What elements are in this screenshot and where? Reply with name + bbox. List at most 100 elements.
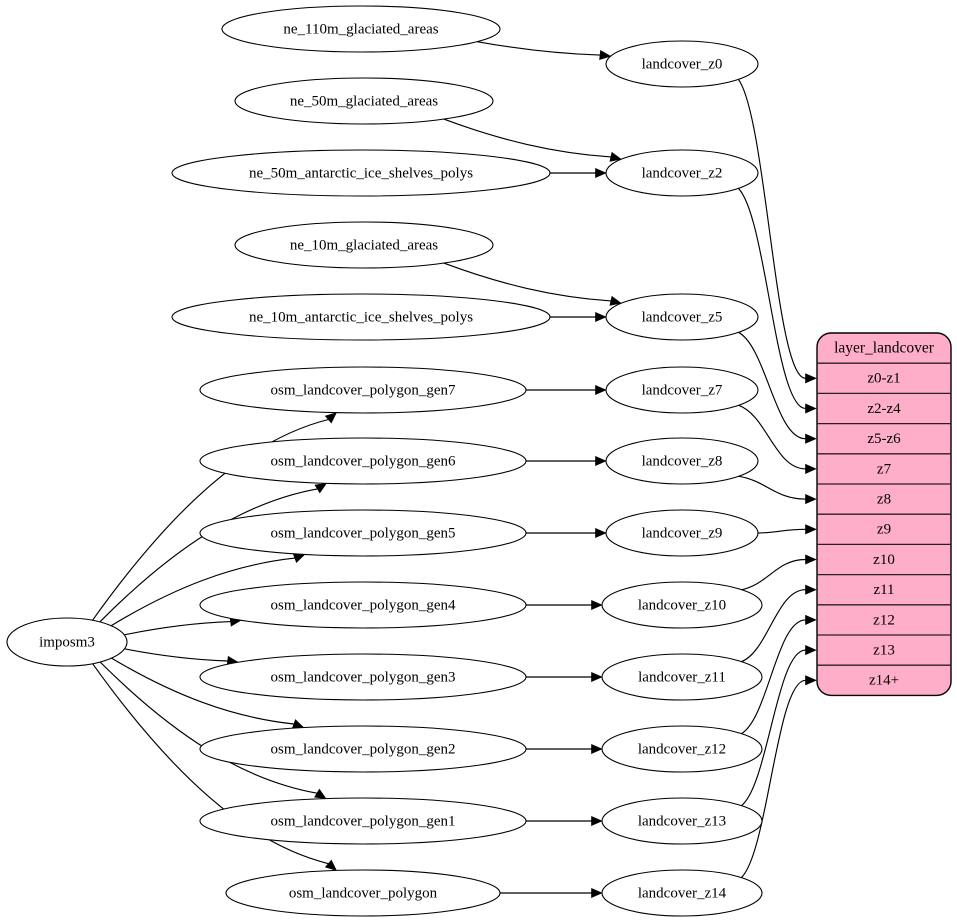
- node-layer: imposm3 ne_110m_glaciated_areas ne_50m_gla…: [6, 5, 763, 917]
- arrowhead-icon: [805, 494, 817, 505]
- edge-landcover_z5-to-layer_landcover-z5-z6: [737, 331, 817, 444]
- node-landcover_z2[interactable]: landcover_z2: [605, 149, 759, 197]
- edge-path: [124, 620, 231, 636]
- node-landcover_z13[interactable]: landcover_z13: [601, 797, 763, 845]
- arrowhead-icon: [324, 859, 337, 871]
- edge-path: [443, 118, 611, 158]
- node-osm_landcover_polygon_gen2[interactable]: osm_landcover_polygon_gen2: [199, 725, 527, 773]
- arrowhead-icon: [595, 311, 607, 323]
- node-ne_50m_glaciated_areas[interactable]: ne_50m_glaciated_areas: [234, 77, 494, 125]
- node-landcover_z5[interactable]: landcover_z5: [605, 293, 759, 341]
- node-landcover_z8[interactable]: landcover_z8: [605, 437, 759, 485]
- edge-osm_landcover_polygon_gen3-to-landcover_z11: [526, 671, 603, 683]
- edge-ne_10m_glaciated_areas-to-landcover_z5: [443, 262, 622, 306]
- edge-osm_landcover_polygon_gen7-to-landcover_z7: [526, 384, 607, 396]
- edge-path: [737, 78, 806, 379]
- edge-imposm3-to-osm_landcover_polygon_gen3: [124, 648, 239, 666]
- node-osm_landcover_polygon_gen4[interactable]: osm_landcover_polygon_gen4: [199, 581, 527, 629]
- edge-ne_50m_antarctic_ice_shelves_polys-to-landcover_z2: [550, 167, 607, 179]
- arrowhead-icon: [314, 483, 327, 494]
- edge-path: [741, 558, 806, 591]
- arrowhead-icon: [291, 719, 305, 729]
- edge-osm_landcover_polygon_gen2-to-landcover_z12: [526, 743, 603, 755]
- edge-ne_110m_glaciated_areas-to-landcover_z0: [476, 41, 612, 61]
- table-node-layer-landcover[interactable]: layer_landcoverz0-z1z2-z4z5-z6z7z8z9z10z…: [816, 332, 952, 697]
- arrowhead-icon: [591, 887, 603, 899]
- arrowhead-icon: [595, 167, 607, 179]
- edge-path: [740, 619, 806, 735]
- arrowhead-icon: [595, 384, 607, 396]
- edge-osm_landcover_polygon-to-landcover_z14: [500, 887, 603, 899]
- node-ne_50m_antarctic_ice_shelves_polys[interactable]: ne_50m_antarctic_ice_shelves_polys: [171, 149, 551, 197]
- edge-path: [124, 648, 228, 662]
- node-osm_landcover_polygon_gen6[interactable]: osm_landcover_polygon_gen6: [199, 437, 527, 485]
- node-landcover_z0[interactable]: landcover_z0: [605, 40, 759, 88]
- node-osm_landcover_polygon_gen5[interactable]: osm_landcover_polygon_gen5: [199, 509, 527, 557]
- arrowhead-icon: [591, 743, 603, 755]
- edge-landcover_z14-to-layer_landcover-z14+: [740, 675, 817, 879]
- edge-osm_landcover_polygon_gen6-to-landcover_z8: [526, 455, 607, 467]
- arrowhead-icon: [805, 675, 817, 686]
- edge-path: [110, 557, 295, 627]
- node-landcover_z9[interactable]: landcover_z9: [605, 509, 759, 557]
- edge-landcover_z11-to-layer_landcover-z11: [740, 584, 817, 663]
- arrowhead-icon: [805, 614, 817, 625]
- edge-path: [740, 679, 806, 879]
- arrowhead-icon: [324, 412, 337, 424]
- edge-imposm3-to-osm_landcover_polygon_gen7: [92, 412, 337, 621]
- edge-path: [738, 404, 806, 470]
- arrowhead-icon: [595, 527, 607, 539]
- arrowhead-icon: [609, 151, 622, 162]
- arrowhead-icon: [591, 815, 603, 827]
- arrowhead-icon: [805, 645, 817, 656]
- arrowhead-icon: [591, 671, 603, 683]
- node-osm_landcover_polygon_gen7[interactable]: osm_landcover_polygon_gen7: [199, 366, 527, 414]
- edge-imposm3-to-osm_landcover_polygon: [92, 663, 337, 871]
- edge-osm_landcover_polygon_gen4-to-landcover_z10: [526, 599, 603, 611]
- edge-landcover_z9-to-layer_landcover-z9: [757, 524, 817, 535]
- arrowhead-icon: [805, 584, 817, 595]
- node-landcover_z10[interactable]: landcover_z10: [601, 581, 763, 629]
- edge-ne_10m_antarctic_ice_shelves_polys-to-landcover_z5: [550, 311, 607, 323]
- edge-landcover_z10-to-layer_landcover-z10: [741, 554, 817, 591]
- edge-path: [757, 528, 806, 534]
- edge-osm_landcover_polygon_gen5-to-landcover_z9: [526, 527, 607, 539]
- arrowhead-icon: [292, 553, 306, 563]
- edge-path: [740, 649, 806, 807]
- node-landcover_z12[interactable]: landcover_z12: [601, 725, 763, 773]
- edge-path: [92, 663, 329, 865]
- edge-ne_50m_glaciated_areas-to-landcover_z2: [443, 118, 622, 162]
- edge-landcover_z7-to-layer_landcover-z7: [738, 404, 817, 474]
- arrowhead-icon: [805, 554, 817, 565]
- edge-landcover_z2-to-layer_landcover-z2-z4: [737, 187, 817, 414]
- arrowhead-icon: [805, 373, 817, 384]
- edge-imposm3-to-osm_landcover_polygon_gen5: [110, 553, 306, 627]
- arrowhead-icon: [609, 295, 622, 306]
- node-landcover_z7[interactable]: landcover_z7: [605, 366, 759, 414]
- edge-path: [92, 418, 329, 621]
- edge-path: [738, 475, 806, 500]
- edge-landcover_z13-to-layer_landcover-z13: [740, 645, 817, 807]
- arrowhead-icon: [805, 403, 817, 414]
- arrowhead-icon: [314, 788, 327, 799]
- node-osm_landcover_polygon_gen3[interactable]: osm_landcover_polygon_gen3: [199, 653, 527, 701]
- node-osm_landcover_polygon_gen1[interactable]: osm_landcover_polygon_gen1: [199, 797, 527, 845]
- node-landcover_z11[interactable]: landcover_z11: [601, 653, 763, 701]
- edge-path: [740, 589, 806, 663]
- edge-osm_landcover_polygon_gen1-to-landcover_z13: [526, 815, 603, 827]
- arrowhead-icon: [595, 455, 607, 467]
- node-imposm3[interactable]: imposm3: [6, 617, 128, 667]
- edge-landcover_z0-to-layer_landcover-z0-z1: [737, 78, 817, 384]
- arrowhead-icon: [805, 463, 817, 474]
- node-landcover_z14[interactable]: landcover_z14: [601, 869, 763, 917]
- node-ne_10m_antarctic_ice_shelves_polys[interactable]: ne_10m_antarctic_ice_shelves_polys: [171, 293, 551, 341]
- node-ne_110m_glaciated_areas[interactable]: ne_110m_glaciated_areas: [221, 5, 501, 53]
- edge-path: [476, 41, 601, 56]
- arrowhead-icon: [805, 433, 817, 444]
- edge-imposm3-to-osm_landcover_polygon_gen4: [124, 616, 242, 636]
- node-ne_10m_glaciated_areas[interactable]: ne_10m_glaciated_areas: [234, 221, 494, 269]
- arrowhead-icon: [805, 524, 817, 535]
- arrowhead-icon: [599, 50, 612, 61]
- node-osm_landcover_polygon[interactable]: osm_landcover_polygon: [225, 869, 501, 917]
